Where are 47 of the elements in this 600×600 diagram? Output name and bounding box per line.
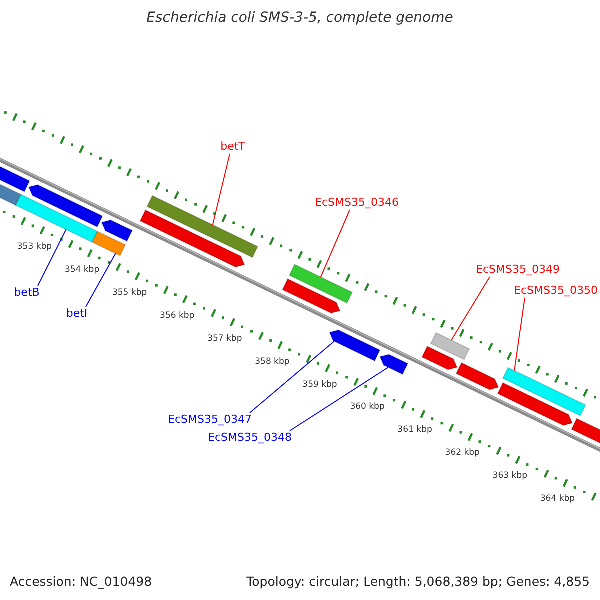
leader-line — [451, 276, 490, 341]
gene-bar — [15, 194, 98, 244]
leader-line — [290, 367, 389, 432]
gene-bar — [92, 230, 126, 257]
leader-line — [212, 154, 230, 226]
gene-label: betT — [220, 140, 246, 154]
gene-bar — [502, 367, 586, 417]
gene-label: betI — [66, 307, 88, 321]
gene-block — [497, 382, 574, 426]
position-label: 353 kbp — [17, 240, 52, 253]
position-label: 362 kbp — [445, 447, 480, 460]
gene-block — [456, 362, 500, 390]
gene-block — [140, 210, 246, 268]
position-label: 361 kbp — [398, 424, 432, 436]
footer-text: Accession: NC_010498 — [10, 574, 152, 590]
footer-text: Topology: circular; Length: 5,068,389 bp; Genes: 4,855 — [246, 574, 590, 590]
position-label: 357 kbp — [208, 332, 242, 345]
gene-block — [329, 330, 381, 362]
leader-line — [514, 298, 526, 372]
gene-label: EcSMS35_0348 — [208, 431, 292, 445]
position-label: 355 kbp — [112, 286, 148, 299]
gene-label: EcSMS35_0346 — [315, 196, 399, 210]
gene-block — [28, 184, 104, 228]
leader-line — [250, 340, 335, 414]
leader-line — [38, 229, 67, 286]
gene-block — [380, 354, 409, 376]
position-label: 364 kbp — [540, 493, 576, 506]
gene-bar — [430, 332, 470, 360]
diagram-title: Escherichia coli SMS-3-5, complete genome — [146, 9, 454, 27]
position-label: 360 kbp — [350, 401, 385, 414]
position-label: 354 kbp — [64, 264, 100, 276]
leader-line — [320, 210, 350, 278]
position-label: 356 kbp — [160, 310, 195, 322]
position-label: 358 kbp — [255, 356, 290, 368]
gene-bar — [146, 195, 259, 258]
gene-block — [0, 164, 30, 193]
position-label: 363 kbp — [492, 470, 528, 482]
leader-line — [86, 253, 116, 308]
gene-bar — [288, 264, 354, 304]
gene-block — [422, 346, 458, 370]
position-label: 359 kbp — [302, 378, 338, 391]
gene-label: betB — [14, 286, 40, 300]
gene-block — [282, 278, 341, 314]
gene-label: EcSMS35_0350 — [514, 284, 598, 298]
gene-label: EcSMS35_0347 — [168, 413, 252, 427]
gene-block — [101, 220, 134, 242]
gene-label: EcSMS35_0349 — [476, 263, 560, 277]
